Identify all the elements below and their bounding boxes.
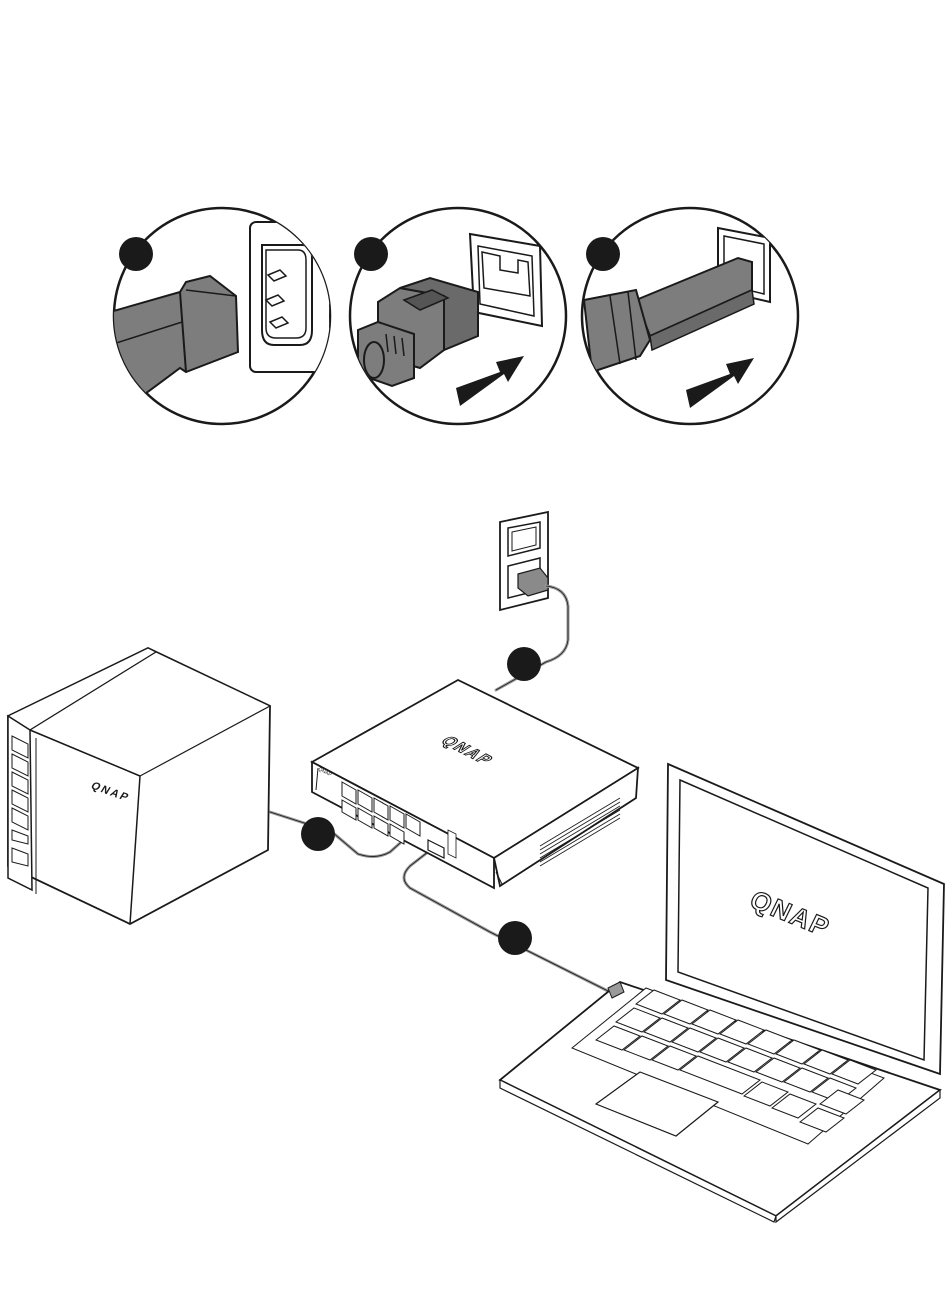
detail-sfp [582, 208, 798, 424]
step-marker-3 [586, 237, 620, 271]
power-socket-icon [250, 222, 330, 372]
step-marker-1 [507, 647, 541, 681]
step-marker-2 [354, 237, 388, 271]
step-marker-2 [301, 817, 335, 851]
detail-ethernet [350, 208, 566, 424]
detail-power-cord [110, 208, 330, 424]
power-plug-icon [518, 568, 548, 596]
network-switch: QNAP QNAP [312, 680, 638, 888]
ethernet-port-icon [470, 234, 542, 326]
nas-device: QNAP [8, 648, 270, 924]
step-marker-1 [119, 237, 153, 271]
wall-outlet [500, 512, 548, 610]
step-marker-3 [498, 921, 532, 955]
